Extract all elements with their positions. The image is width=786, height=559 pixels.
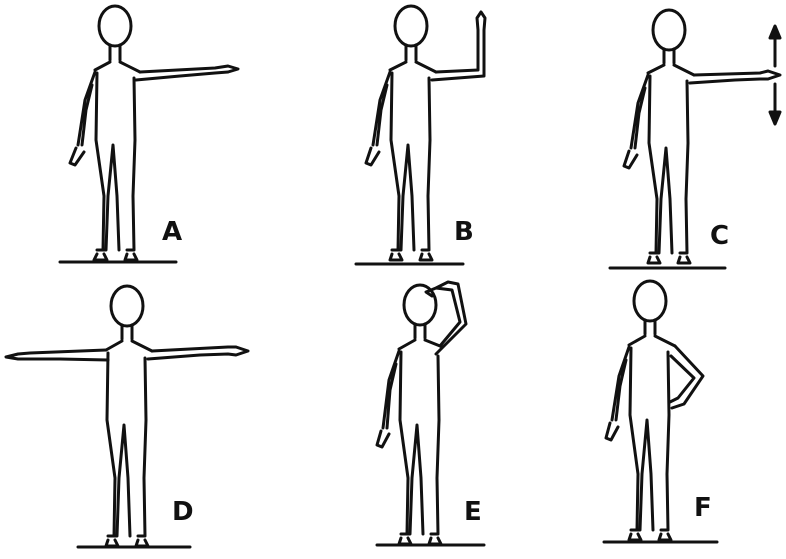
panel-b: B [356,6,485,264]
left-arm [624,75,648,168]
panel-label: A [162,217,182,247]
feet [648,257,690,263]
figure-f [606,281,703,540]
panel-a: A [60,6,238,262]
head [111,286,143,326]
hand-on-hip-arm [670,346,703,408]
figure-c [624,10,780,263]
panel-f: F [604,281,717,542]
panel-label: C [710,221,729,251]
panel-label: E [464,497,482,527]
head [395,6,427,46]
feet [106,540,148,546]
shoulders [390,62,436,72]
left-arm [606,347,629,440]
feet [629,534,671,540]
left-arm [377,351,399,447]
left-arm [366,72,390,165]
pointing-arm [136,66,238,80]
torso-and-legs [107,353,146,536]
figure-e [377,282,466,544]
torso-and-legs [391,73,430,250]
feet [399,538,441,544]
panel-e: E [377,282,484,545]
panel-label: B [454,217,474,247]
raised-arm [432,12,485,80]
head [634,281,666,321]
head [99,6,131,46]
extended-arm [690,71,780,83]
panel-label: D [172,497,194,527]
shoulders [399,340,440,349]
panel-c: C [610,10,780,268]
feet [94,254,137,260]
figure-a [70,6,238,260]
panel-d: D [6,286,248,547]
figure-d [6,286,248,546]
right-arm-out [148,347,248,359]
torso-and-legs [649,76,688,253]
feet [390,254,432,260]
left-arm-out [6,350,108,360]
torso-and-legs [400,352,439,534]
shoulders [106,341,152,351]
torso-and-legs [96,73,135,250]
left-arm [70,72,95,165]
torso-and-legs [630,348,669,530]
shoulders [648,65,694,75]
shoulders [95,62,140,72]
panel-label: F [694,493,712,523]
shoulders [629,336,675,346]
head [653,10,685,50]
